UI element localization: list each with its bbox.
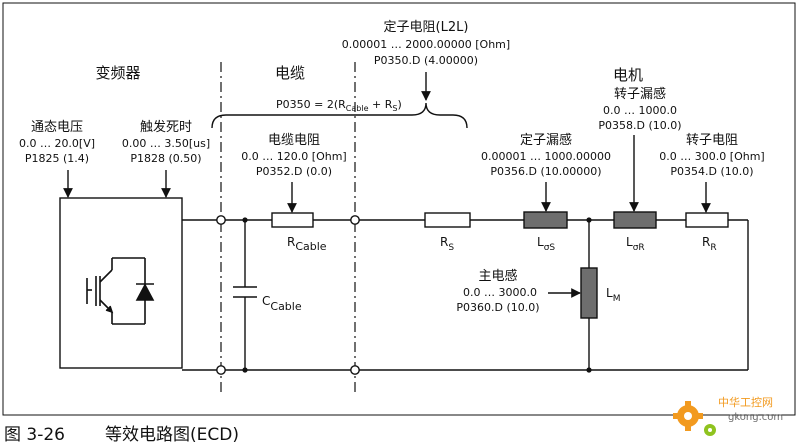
label-r-r: RR (702, 235, 717, 253)
label-c-cable: CCable (262, 294, 302, 313)
inductor-l-m (580, 267, 598, 319)
on-voltage-param: P1825 (1.4) (25, 152, 89, 165)
on-voltage-title: 通态电压 (31, 120, 83, 135)
section-title-motor: 电机 (613, 66, 643, 84)
watermark-name: 中华工控网 (718, 395, 773, 409)
cable-resistance-range: 0.0 … 120.0 [Ohm] (241, 150, 346, 163)
stator-resistance-param: P0350.D (4.00000) (374, 54, 478, 67)
label-r-s: RS (440, 235, 454, 253)
capacitor-c-cable (233, 286, 257, 298)
main-inductance-title: 主电感 (478, 268, 517, 284)
watermark-url: gkong.com (728, 412, 783, 423)
outer-frame (2, 2, 796, 416)
inductor-l-sigma-s (523, 211, 568, 229)
gkong-watermark-logo: 中华工控网 gkong.com (673, 395, 783, 436)
trigger-dead-time-range: 0.00 … 3.50[us] (122, 137, 210, 150)
gear-small-icon (704, 424, 716, 436)
adjust-arrows (63, 72, 711, 298)
rotor-leakage-range: 0.0 … 1000.0 (603, 104, 677, 117)
rotor-resistance-title: 转子电阻 (686, 133, 738, 148)
stator-leakage-param: P0356.D (10.00000) (490, 165, 601, 178)
inductor-l-sigma-r (613, 211, 657, 229)
section-title-inverter: 变频器 (95, 64, 140, 82)
section-title-cable: 电缆 (275, 64, 305, 82)
rotor-leakage-title: 转子漏感 (614, 86, 666, 102)
stator-leakage-title: 定子漏感 (520, 132, 572, 148)
rotor-resistance-param: P0354.D (10.0) (670, 165, 753, 178)
resistor-r-s (424, 212, 471, 228)
label-r-cable: RCable (287, 235, 327, 253)
rotor-resistance-range: 0.0 … 300.0 [Ohm] (659, 150, 764, 163)
main-inductance-param: P0360.D (10.0) (456, 301, 539, 314)
wires (182, 219, 749, 371)
igbt-diode-icon (86, 257, 155, 325)
main-inductance-range: 0.0 … 3000.0 (463, 286, 537, 299)
terminals (216, 215, 360, 375)
cable-resistance-param: P0352.D (0.0) (256, 165, 332, 178)
resistor-r-r (685, 212, 729, 228)
gear-icon (673, 401, 703, 431)
figure-number: 图 3-26 (4, 425, 65, 445)
on-voltage-range: 0.0 … 20.0[V] (19, 137, 95, 150)
stator-leakage-range: 0.00001 … 1000.00000 (481, 150, 611, 163)
formula-p0350: P0350 = 2(RCable + RS) (276, 98, 402, 113)
trigger-dead-time-title: 触发死时 (140, 119, 192, 135)
inverter-box (59, 197, 183, 369)
figure-caption: 图 3-26 等效电路图(ECD) (4, 420, 279, 445)
stator-resistance-range: 0.00001 … 2000.00000 [Ohm] (342, 38, 510, 51)
cable-resistance-title: 电缆电阻 (268, 132, 320, 148)
stator-resistance-title: 定子电阻(L2L) (384, 20, 469, 35)
label-l-sigma-s: LσS (537, 235, 555, 253)
resistor-r-cable (271, 212, 314, 228)
label-l-m: LM (606, 286, 620, 304)
rotor-leakage-param: P0358.D (10.0) (598, 119, 681, 132)
label-l-sigma-r: LσR (626, 235, 645, 253)
formula-brace (211, 102, 468, 129)
figure-title: 等效电路图(ECD) (105, 425, 239, 445)
junctions (242, 217, 592, 373)
trigger-dead-time-param: P1828 (0.50) (130, 152, 201, 165)
